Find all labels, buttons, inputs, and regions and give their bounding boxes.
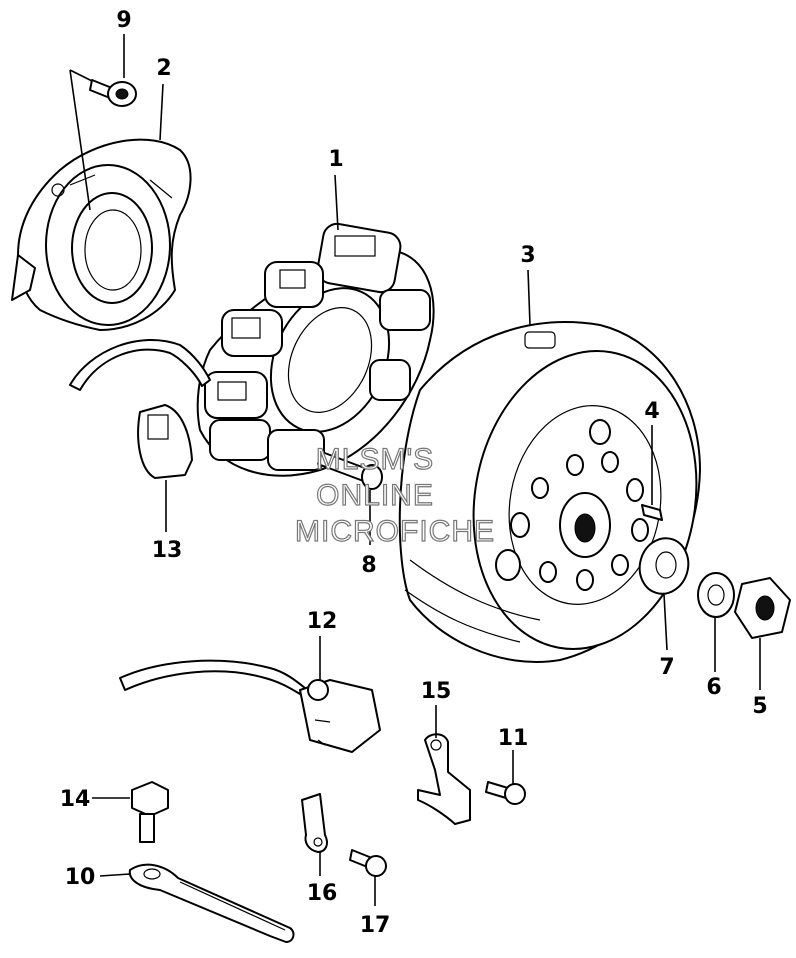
screw-17 <box>349 849 387 877</box>
nut-5 <box>734 577 791 639</box>
callout-3: 3 <box>520 243 535 268</box>
callout-17: 17 <box>360 913 391 938</box>
callout-4: 4 <box>644 399 659 424</box>
terminal-16 <box>301 793 328 853</box>
strap-10 <box>128 863 295 943</box>
key-4 <box>641 504 663 521</box>
bracket-15 <box>417 733 471 825</box>
watermark-line1: MLSM'S <box>316 443 434 476</box>
watermark: MLSM'S ONLINE MICROFICHE <box>294 442 495 548</box>
callout-1: 1 <box>328 147 343 172</box>
lock-washer-6 <box>697 572 735 618</box>
bolt-9 <box>89 79 137 107</box>
callout-2: 2 <box>156 56 171 81</box>
watermark-line2: ONLINE <box>316 479 434 512</box>
stator-coil <box>196 222 435 477</box>
leader-1 <box>334 174 339 231</box>
leader-10 <box>99 873 131 877</box>
callout-7: 7 <box>659 655 674 680</box>
leader-2 <box>159 83 164 141</box>
callout-5: 5 <box>752 694 767 719</box>
flywheel-rotor <box>398 321 701 663</box>
callout-9: 9 <box>116 8 131 33</box>
watermark-line3: MICROFICHE <box>295 515 495 548</box>
pulser-12 <box>119 659 381 753</box>
callout-14: 14 <box>60 787 91 812</box>
washer-7 <box>638 537 690 595</box>
callout-6: 6 <box>706 675 721 700</box>
callout-13: 13 <box>152 538 183 563</box>
callout-12: 12 <box>307 609 338 634</box>
bolt-14 <box>131 781 169 843</box>
stator-wire <box>69 339 211 391</box>
callout-16: 16 <box>307 881 338 906</box>
leader-3 <box>527 269 531 326</box>
screw-11 <box>485 781 526 805</box>
callout-15: 15 <box>421 679 452 704</box>
callout-11: 11 <box>498 726 529 751</box>
stator-base-plate <box>11 138 192 331</box>
socket-bolt-8 <box>317 451 383 490</box>
leader-7 <box>663 593 668 651</box>
grommet-13 <box>137 404 193 479</box>
callout-8: 8 <box>361 553 376 578</box>
callout-10: 10 <box>65 865 96 890</box>
